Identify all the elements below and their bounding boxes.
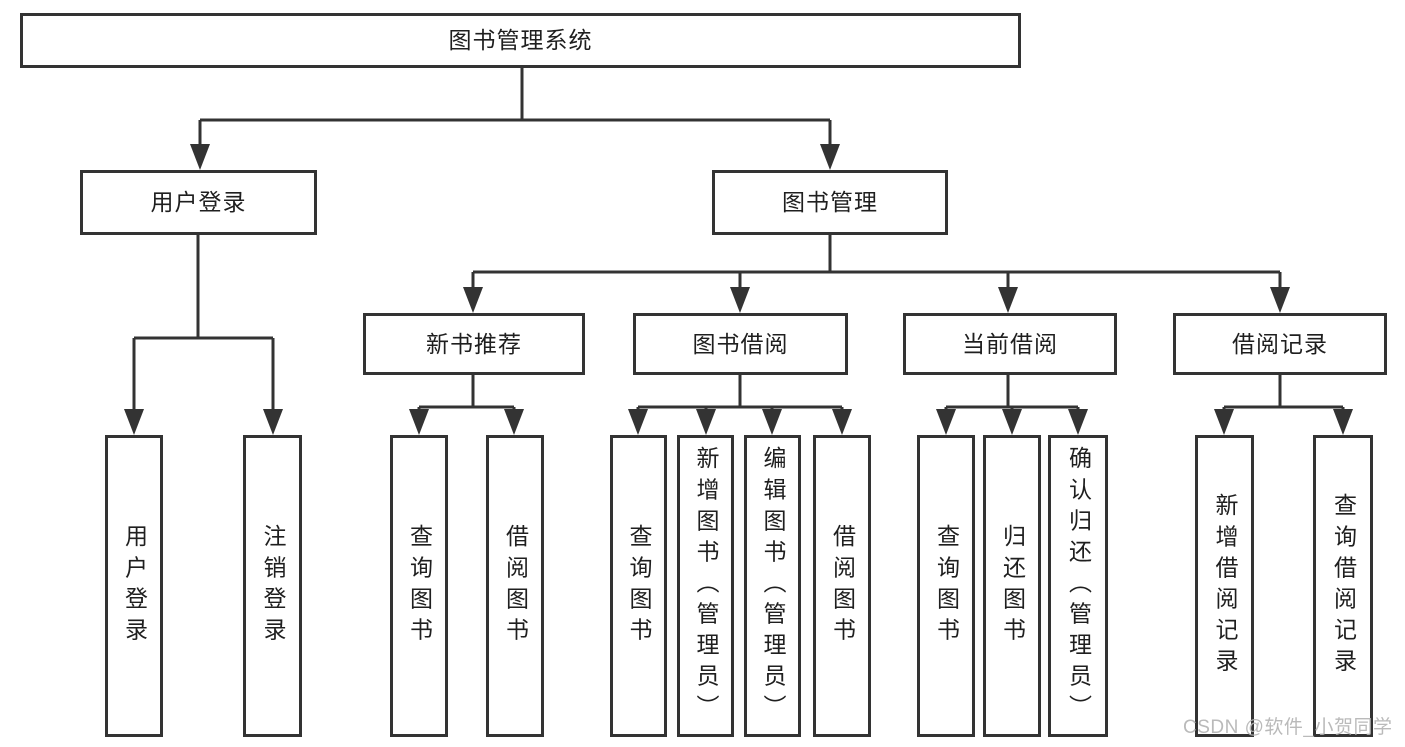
- node-logout-label: 注销登录: [260, 523, 286, 649]
- node-nb-query-books: 查询图书: [390, 435, 448, 737]
- node-book-mgmt: 图书管理: [712, 170, 948, 235]
- node-login: 用户登录: [105, 435, 163, 737]
- node-nb-query-books-label: 查询图书: [406, 523, 433, 649]
- node-current-borrow-label: 当前借阅: [962, 330, 1058, 357]
- node-borrow-records-label: 借阅记录: [1232, 330, 1328, 357]
- node-br-query-record: 查询借阅记录: [1313, 435, 1373, 737]
- node-new-books-label: 新书推荐: [426, 330, 522, 357]
- arrowheads: [124, 144, 1353, 435]
- node-user-login: 用户登录: [80, 170, 317, 235]
- node-bb-edit-books: 编辑图书（管理员）: [744, 435, 801, 737]
- node-logout: 注销登录: [243, 435, 302, 737]
- node-root: 图书管理系统: [20, 13, 1021, 68]
- node-cb-confirm-return-label: 确认归还（管理员）: [1065, 446, 1092, 726]
- node-user-login-label: 用户登录: [150, 189, 247, 215]
- node-borrow-records: 借阅记录: [1173, 313, 1387, 375]
- node-bb-query-books-label: 查询图书: [626, 523, 652, 649]
- node-br-query-record-label: 查询借阅记录: [1330, 492, 1357, 680]
- node-cb-query-books: 查询图书: [917, 435, 975, 737]
- node-bb-add-books: 新增图书（管理员）: [677, 435, 734, 737]
- node-br-add-record-label: 新增借阅记录: [1212, 492, 1238, 680]
- node-current-borrow: 当前借阅: [903, 313, 1117, 375]
- watermark-text: CSDN @软件_小贺同学: [1183, 717, 1393, 738]
- connector-paths: [132, 68, 1345, 413]
- node-bb-borrow-books-label: 借阅图书: [829, 523, 856, 649]
- node-bb-edit-books-label: 编辑图书（管理员）: [760, 446, 786, 726]
- node-cb-return-books: 归还图书: [983, 435, 1041, 737]
- node-bb-query-books: 查询图书: [610, 435, 667, 737]
- node-cb-return-books-label: 归还图书: [999, 523, 1026, 649]
- node-cb-query-books-label: 查询图书: [933, 523, 960, 649]
- node-bb-add-books-label: 新增图书（管理员）: [693, 446, 719, 726]
- node-cb-confirm-return: 确认归还（管理员）: [1048, 435, 1108, 737]
- node-new-books: 新书推荐: [363, 313, 585, 375]
- node-book-mgmt-label: 图书管理: [782, 189, 878, 215]
- node-nb-borrow-books-label: 借阅图书: [502, 523, 529, 649]
- node-root-label: 图书管理系统: [448, 27, 593, 53]
- node-book-borrow-label: 图书借阅: [692, 330, 789, 357]
- node-login-label: 用户登录: [121, 523, 148, 649]
- node-nb-borrow-books: 借阅图书: [486, 435, 544, 737]
- node-book-borrow: 图书借阅: [633, 313, 848, 375]
- node-br-add-record: 新增借阅记录: [1195, 435, 1254, 737]
- node-bb-borrow-books: 借阅图书: [813, 435, 871, 737]
